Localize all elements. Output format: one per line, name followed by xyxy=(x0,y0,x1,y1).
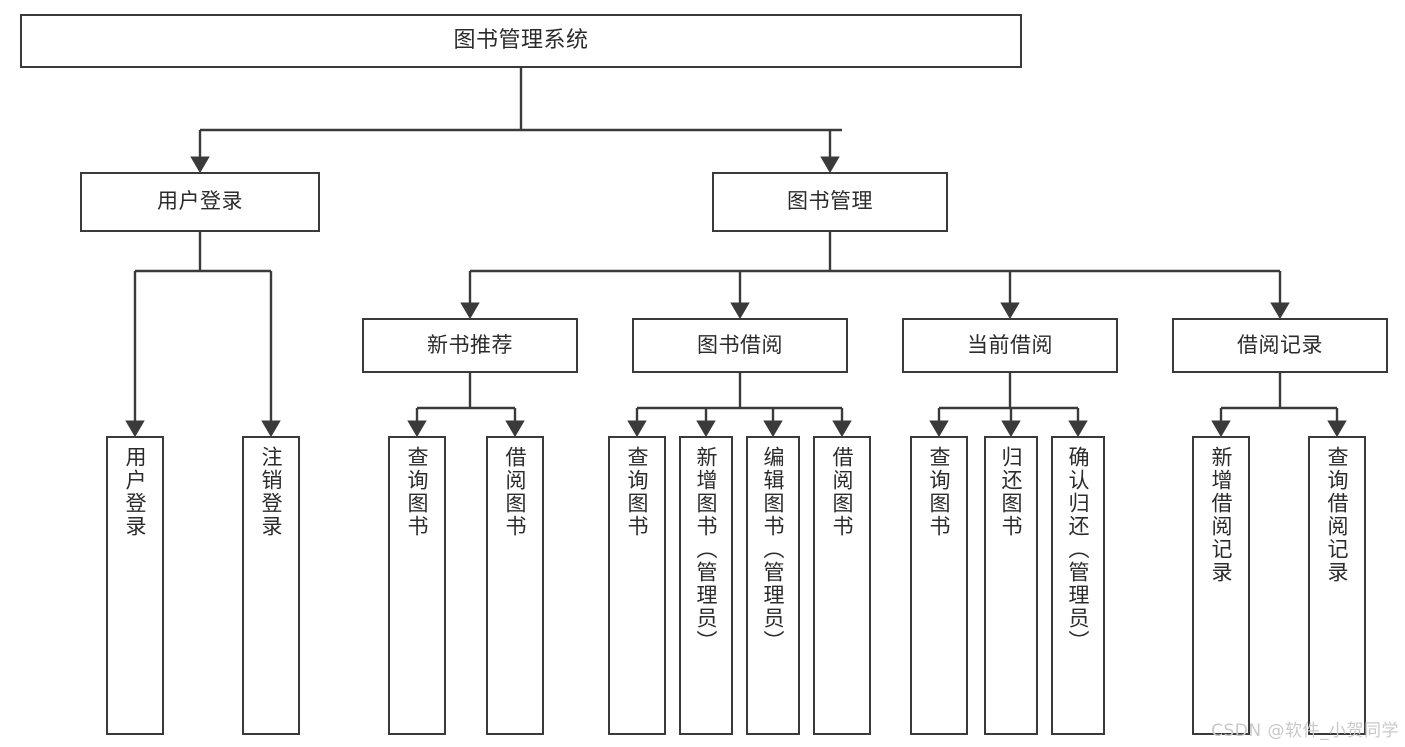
node-leaf-query-record[interactable]: 查询借阅记录 xyxy=(1308,436,1366,735)
node-borrow-record-label: 借阅记录 xyxy=(1237,332,1323,357)
node-book-borrow[interactable]: 图书借阅 xyxy=(632,318,848,373)
node-current-borrow[interactable]: 当前借阅 xyxy=(902,318,1118,373)
node-leaf-query-book-3-label: 查询图书 xyxy=(927,446,952,538)
node-leaf-return-book[interactable]: 归还图书 xyxy=(984,436,1038,735)
node-leaf-confirm-return[interactable]: 确认归还（管理员） xyxy=(1051,436,1105,735)
node-leaf-borrow-book-1-label: 借阅图书 xyxy=(503,446,528,538)
node-leaf-add-record-label: 新增借阅记录 xyxy=(1209,446,1234,584)
node-leaf-query-book-1[interactable]: 查询图书 xyxy=(388,436,446,735)
node-leaf-return-book-label: 归还图书 xyxy=(999,446,1024,538)
csdn-watermark: CSDN @软件_小贺同学 xyxy=(1211,721,1399,741)
node-book-borrow-label: 图书借阅 xyxy=(697,332,783,357)
node-leaf-logout[interactable]: 注销登录 xyxy=(242,436,300,735)
node-book-manage-label: 图书管理 xyxy=(787,189,873,214)
node-leaf-query-record-label: 查询借阅记录 xyxy=(1325,446,1350,584)
node-leaf-add-record[interactable]: 新增借阅记录 xyxy=(1192,436,1250,735)
node-leaf-add-book-label: 新增图书（管理员） xyxy=(694,446,719,653)
node-leaf-borrow-book-1[interactable]: 借阅图书 xyxy=(486,436,544,735)
node-root-label: 图书管理系统 xyxy=(453,27,589,53)
node-leaf-borrow-book-2[interactable]: 借阅图书 xyxy=(813,436,871,735)
node-leaf-borrow-book-2-label: 借阅图书 xyxy=(830,446,855,538)
node-user-login-label: 用户登录 xyxy=(157,189,243,214)
node-new-book-rec-label: 新书推荐 xyxy=(427,332,513,357)
node-leaf-add-book[interactable]: 新增图书（管理员） xyxy=(679,436,733,735)
node-borrow-record[interactable]: 借阅记录 xyxy=(1172,318,1388,373)
node-leaf-user-login-label: 用户登录 xyxy=(123,446,148,538)
node-leaf-query-book-3[interactable]: 查询图书 xyxy=(910,436,968,735)
node-user-login[interactable]: 用户登录 xyxy=(80,172,320,232)
node-book-manage[interactable]: 图书管理 xyxy=(712,172,948,232)
node-leaf-confirm-return-label: 确认归还（管理员） xyxy=(1066,446,1091,653)
node-new-book-rec[interactable]: 新书推荐 xyxy=(362,318,578,373)
node-leaf-query-book-2[interactable]: 查询图书 xyxy=(608,436,666,735)
node-leaf-user-login[interactable]: 用户登录 xyxy=(106,436,164,735)
node-current-borrow-label: 当前借阅 xyxy=(967,332,1053,357)
node-leaf-query-book-2-label: 查询图书 xyxy=(625,446,650,538)
node-root[interactable]: 图书管理系统 xyxy=(20,14,1022,68)
node-leaf-query-book-1-label: 查询图书 xyxy=(405,446,430,538)
node-leaf-edit-book-label: 编辑图书（管理员） xyxy=(761,446,786,653)
node-leaf-logout-label: 注销登录 xyxy=(259,446,284,538)
node-leaf-edit-book[interactable]: 编辑图书（管理员） xyxy=(746,436,800,735)
